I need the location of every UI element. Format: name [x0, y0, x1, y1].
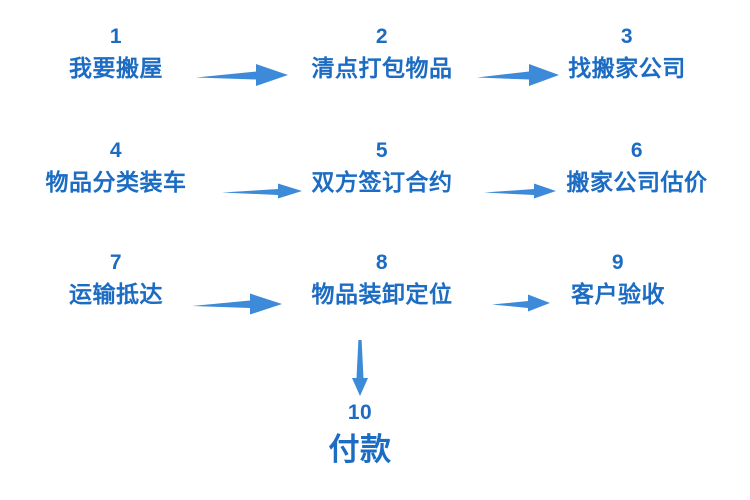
step-number: 4 [109, 139, 123, 162]
step-number: 1 [109, 25, 123, 48]
step-label: 搬家公司估价 [566, 169, 708, 195]
arrow-8-to-10 [348, 340, 372, 396]
flow-step-2[interactable]: 2 清点打包物品 [312, 26, 453, 81]
flow-step-4[interactable]: 4 物品分类装车 [46, 140, 187, 195]
flow-step-6[interactable]: 6 搬家公司估价 [567, 140, 708, 195]
flow-step-10[interactable]: 10 付款 [329, 402, 392, 468]
arrow-4-to-5 [222, 180, 302, 202]
flow-step-5[interactable]: 5 双方签订合约 [312, 140, 453, 195]
step-label: 物品分类装车 [45, 169, 187, 195]
step-label: 找搬家公司 [568, 55, 686, 81]
step-number: 5 [375, 139, 389, 162]
flow-step-8[interactable]: 8 物品装卸定位 [312, 252, 453, 307]
arrow-2-to-3 [477, 62, 559, 88]
step-number: 2 [375, 25, 389, 48]
step-number: 7 [109, 251, 123, 274]
step-number: 9 [611, 251, 625, 274]
step-label: 双方签订合约 [311, 169, 453, 195]
step-label: 清点打包物品 [311, 55, 453, 81]
step-label: 运输抵达 [69, 281, 163, 307]
step-number: 3 [620, 25, 634, 48]
step-label: 我要搬屋 [69, 55, 163, 81]
step-label: 物品装卸定位 [311, 281, 453, 307]
flow-step-9[interactable]: 9 客户验收 [571, 252, 665, 307]
step-number: 6 [630, 139, 644, 162]
flow-step-1[interactable]: 1 我要搬屋 [69, 26, 163, 81]
flow-step-7[interactable]: 7 运输抵达 [69, 252, 163, 307]
step-number: 8 [375, 251, 389, 274]
step-number: 10 [347, 401, 373, 424]
flow-step-3[interactable]: 3 找搬家公司 [568, 26, 686, 81]
arrow-8-to-9 [492, 292, 550, 314]
arrow-5-to-6 [484, 180, 556, 202]
step-label: 付款 [328, 432, 392, 467]
arrow-1-to-2 [196, 62, 288, 88]
arrow-7-to-8 [192, 291, 282, 317]
step-label: 客户验收 [571, 281, 665, 307]
